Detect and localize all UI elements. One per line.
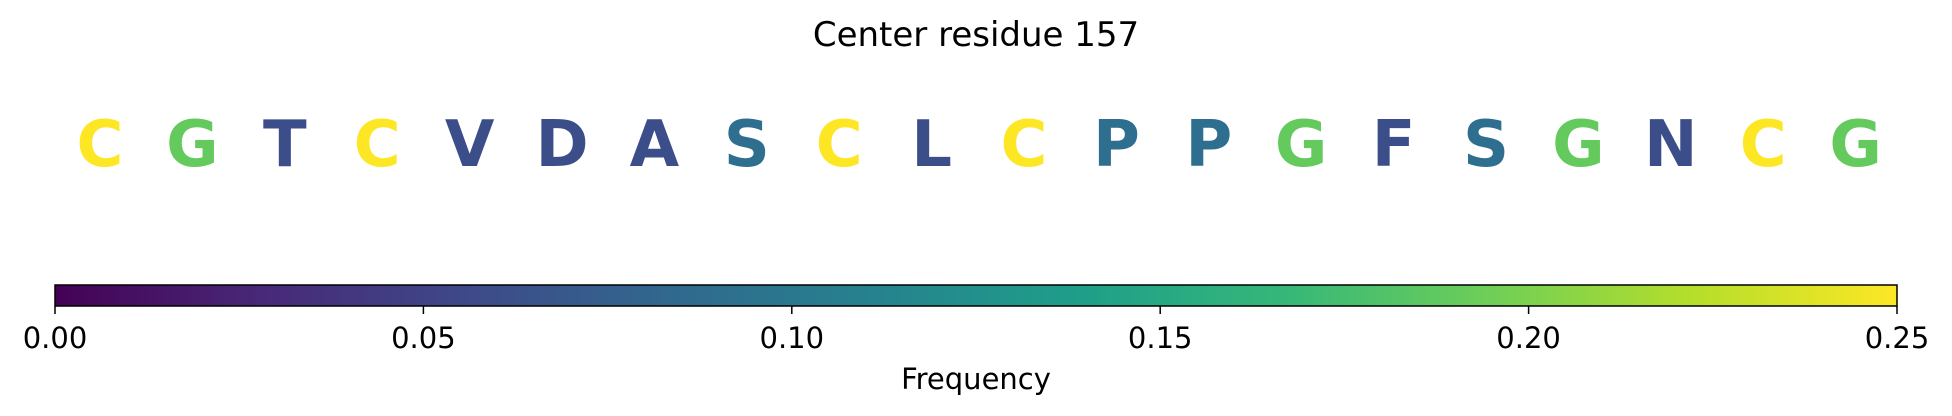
residue-letter: A bbox=[630, 108, 680, 182]
residue-letter: P bbox=[1185, 108, 1232, 182]
colorbar-label: Frequency bbox=[901, 362, 1051, 396]
residue-letter: C bbox=[816, 108, 863, 182]
residue-letter: C bbox=[354, 108, 401, 182]
chart-title: Center residue 157 bbox=[813, 15, 1139, 55]
colorbar-tick-label: 0.20 bbox=[1496, 321, 1561, 355]
residue-letter: G bbox=[1829, 108, 1882, 182]
residue-letter: G bbox=[166, 108, 219, 182]
colorbar-tick-label: 0.15 bbox=[1128, 321, 1193, 355]
colorbar-ticks: 0.00 0.05 0.10 0.15 0.20 0.25 bbox=[23, 306, 1930, 355]
residue-letter: C bbox=[1740, 108, 1787, 182]
residue-letter: S bbox=[724, 108, 770, 182]
residue-letter: V bbox=[445, 108, 495, 182]
residue-letter: F bbox=[1372, 108, 1416, 182]
colorbar-gradient bbox=[54, 284, 1898, 307]
colorbar-tick-label: 0.00 bbox=[23, 321, 88, 355]
residue-letter: G bbox=[1552, 108, 1605, 182]
colorbar-tick-label: 0.10 bbox=[760, 321, 825, 355]
colorbar-tick-label: 0.05 bbox=[391, 321, 456, 355]
residue-letter: G bbox=[1275, 108, 1328, 182]
residue-letter: S bbox=[1463, 108, 1509, 182]
residue-letter: C bbox=[77, 108, 124, 182]
residue-letter: L bbox=[911, 108, 952, 182]
colorbar-tick-label: 0.25 bbox=[1865, 321, 1930, 355]
residue-letter: N bbox=[1644, 108, 1698, 182]
colorbar: 0.00 0.05 0.10 0.15 0.20 0.25 Frequency bbox=[23, 284, 1930, 396]
residue-letter: C bbox=[1001, 108, 1048, 182]
residue-letter: D bbox=[535, 108, 588, 182]
residue-letter: P bbox=[1093, 108, 1140, 182]
residue-letter: T bbox=[263, 108, 307, 182]
